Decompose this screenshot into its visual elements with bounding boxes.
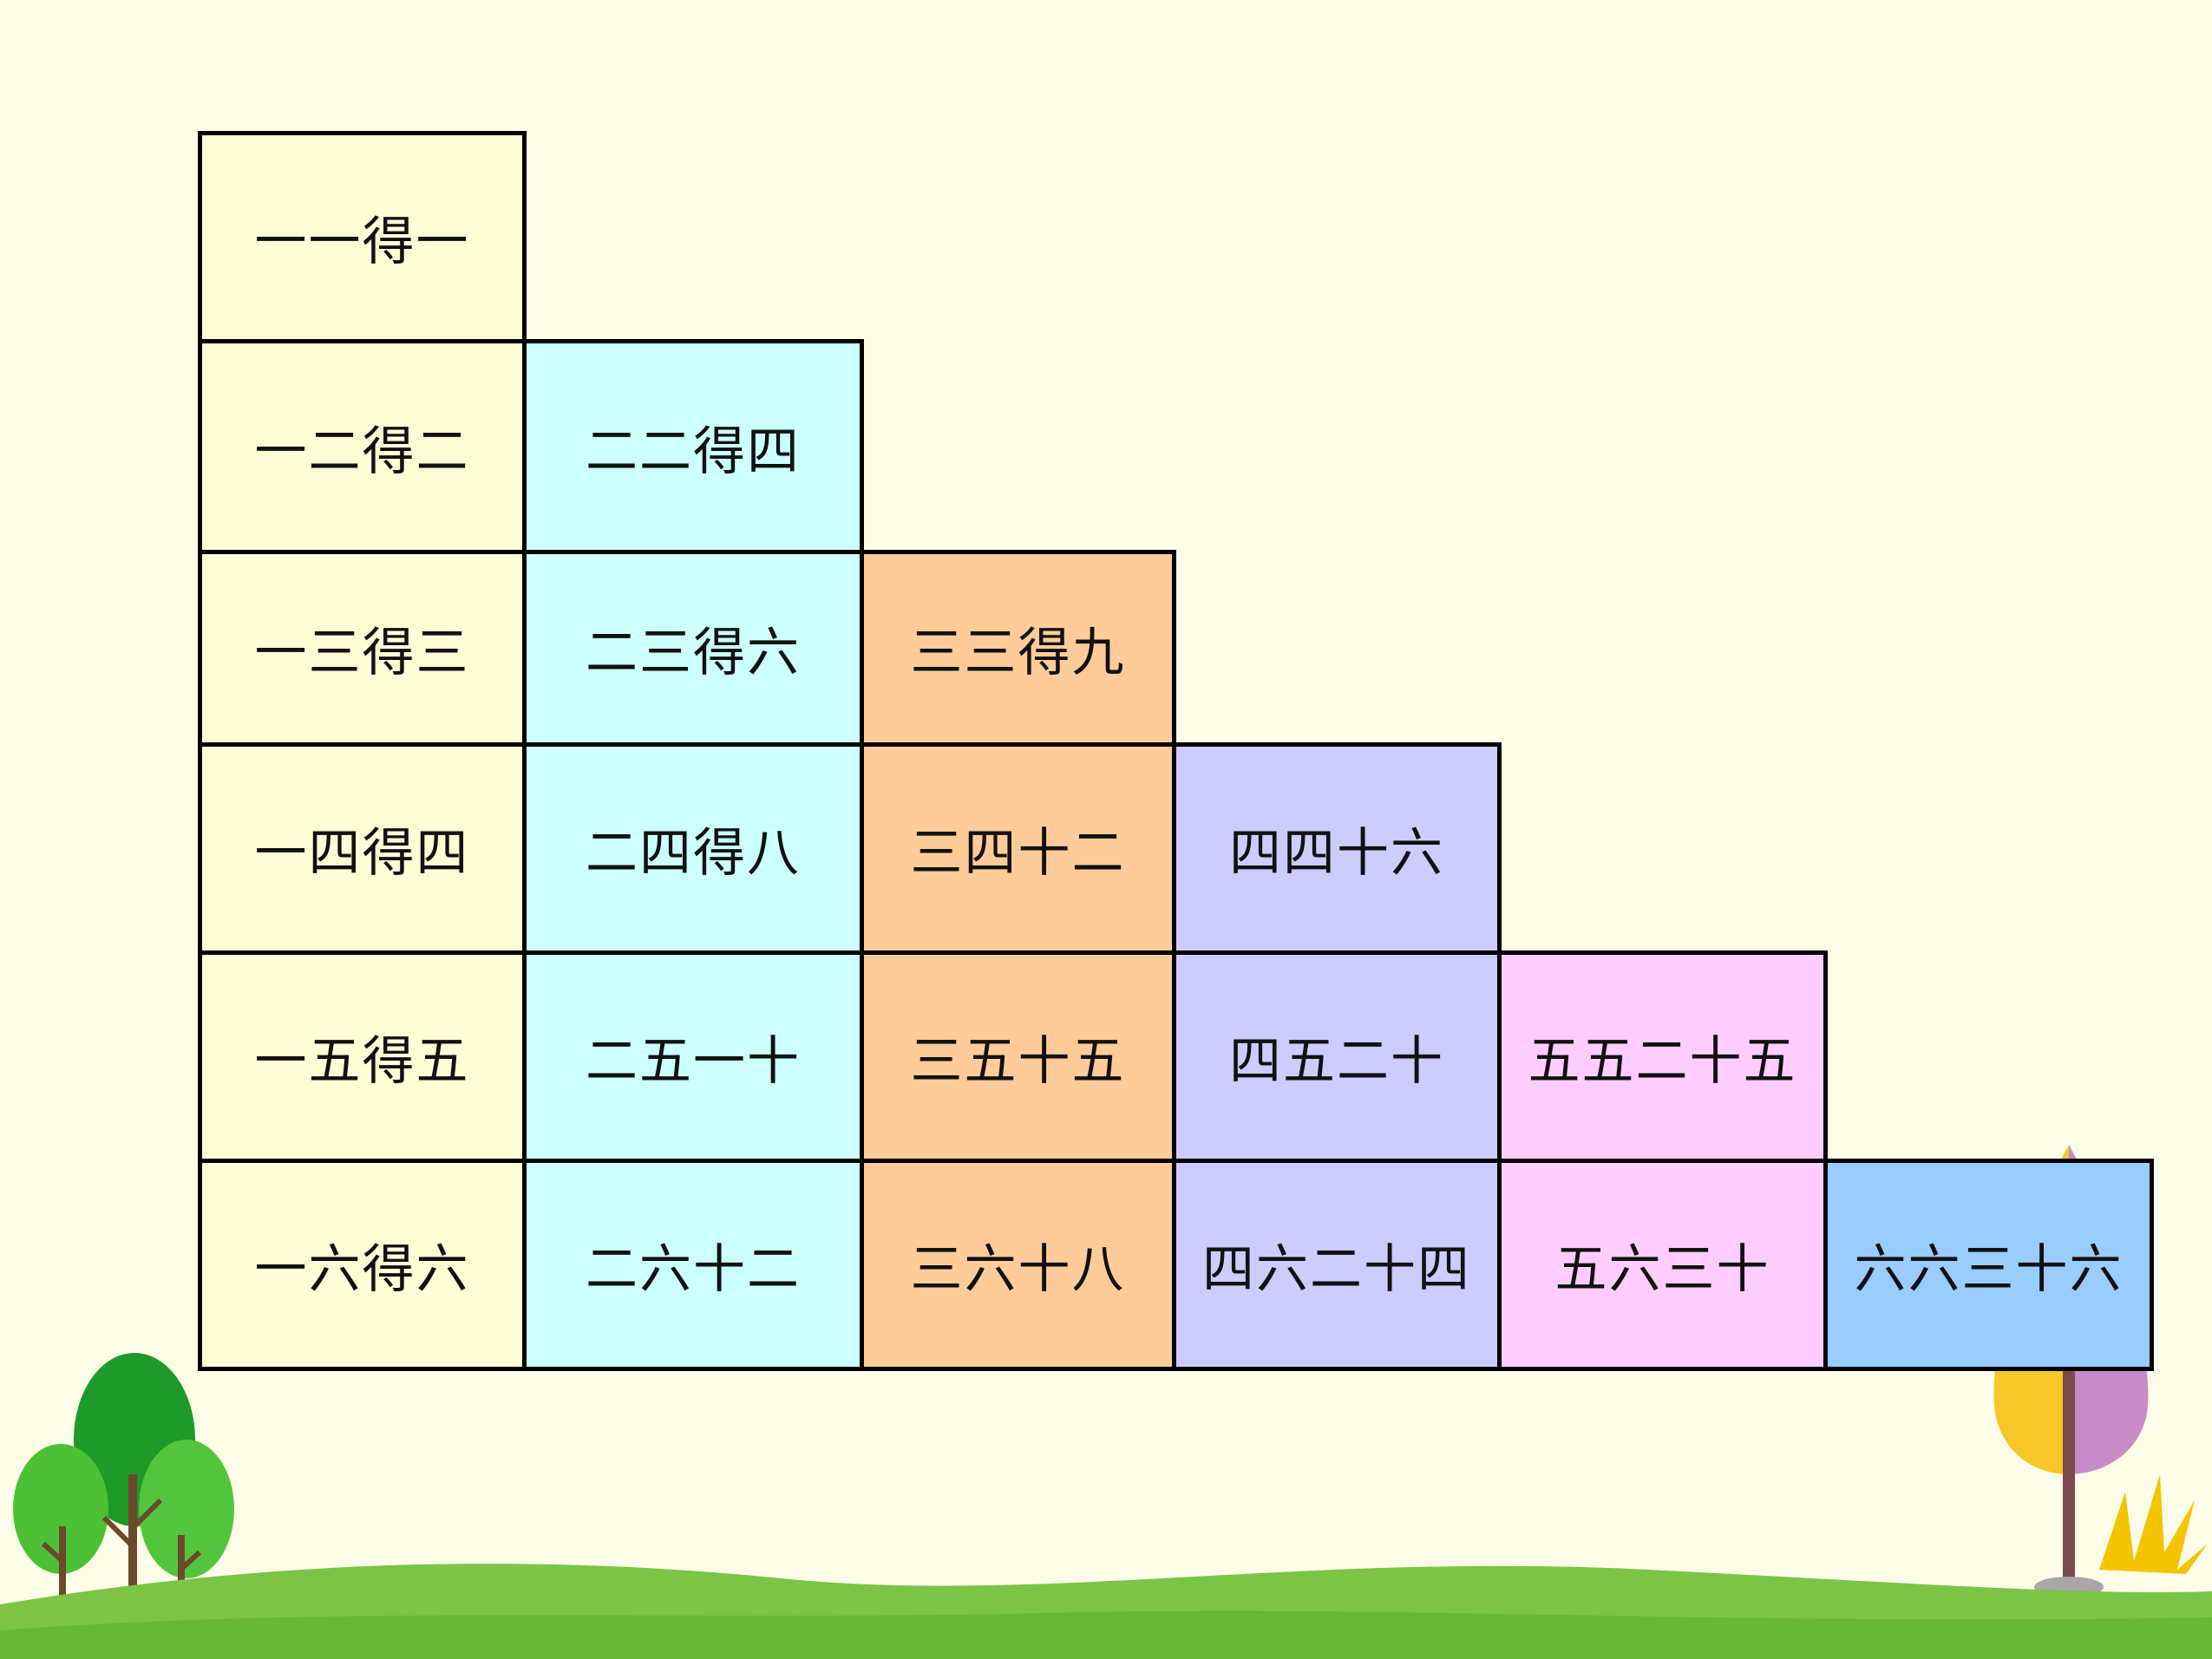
cell-text: 三四十二 <box>910 823 1126 884</box>
table-cell: 二六十二 <box>522 1159 864 1371</box>
cell-text: 二三得六 <box>586 623 801 683</box>
cell-text: 四四十六 <box>1229 823 1444 884</box>
table-cell: 一二得二 <box>198 339 527 554</box>
table-cell: 四六二十四 <box>1172 1159 1502 1371</box>
table-cell: 一五得五 <box>198 950 527 1163</box>
cell-text: 二四得八 <box>586 823 801 884</box>
table-cell: 一一得一 <box>198 131 527 343</box>
cell-text: 三五十五 <box>910 1031 1126 1092</box>
table-cell: 二四得八 <box>522 742 864 955</box>
cell-text: 一一得一 <box>254 212 470 272</box>
cell-text: 一四得四 <box>254 823 470 884</box>
cell-text: 四六二十四 <box>1202 1239 1471 1300</box>
cell-text: 二五一十 <box>586 1031 801 1092</box>
table-cell: 二二得四 <box>522 339 864 554</box>
cell-text: 五六三十 <box>1554 1239 1770 1300</box>
table-cell: 三三得九 <box>860 550 1176 747</box>
table-cell: 六六三十六 <box>1823 1159 2154 1371</box>
cell-text: 一二得二 <box>254 421 470 482</box>
table-cell: 五六三十 <box>1497 1159 1828 1371</box>
cell-text: 四五二十 <box>1229 1031 1444 1092</box>
table-cell: 二三得六 <box>522 550 864 747</box>
table-cell: 一三得三 <box>198 550 527 747</box>
grass-tuft-icon <box>2099 1474 2208 1574</box>
table-cell: 一四得四 <box>198 742 527 955</box>
table-cell: 五五二十五 <box>1497 950 1828 1163</box>
cell-text: 二六十二 <box>586 1239 801 1300</box>
cell-text: 一六得六 <box>254 1239 470 1300</box>
cell-text: 五五二十五 <box>1528 1031 1797 1092</box>
table-cell: 四五二十 <box>1172 950 1502 1163</box>
table-cell: 三四十二 <box>860 742 1176 955</box>
table-cell: 四四十六 <box>1172 742 1502 955</box>
table-cell: 一六得六 <box>198 1159 527 1371</box>
cell-text: 一五得五 <box>254 1031 470 1092</box>
cell-text: 三六十八 <box>910 1239 1126 1300</box>
cell-text: 六六三十六 <box>1854 1239 2124 1300</box>
table-cell: 三五十五 <box>860 950 1176 1163</box>
table-cell: 三六十八 <box>860 1159 1176 1371</box>
cell-text: 二二得四 <box>586 421 801 482</box>
cell-text: 三三得九 <box>910 623 1126 683</box>
table-cell: 二五一十 <box>522 950 864 1163</box>
grass-hills <box>0 1564 2212 1659</box>
cell-text: 一三得三 <box>254 623 470 683</box>
